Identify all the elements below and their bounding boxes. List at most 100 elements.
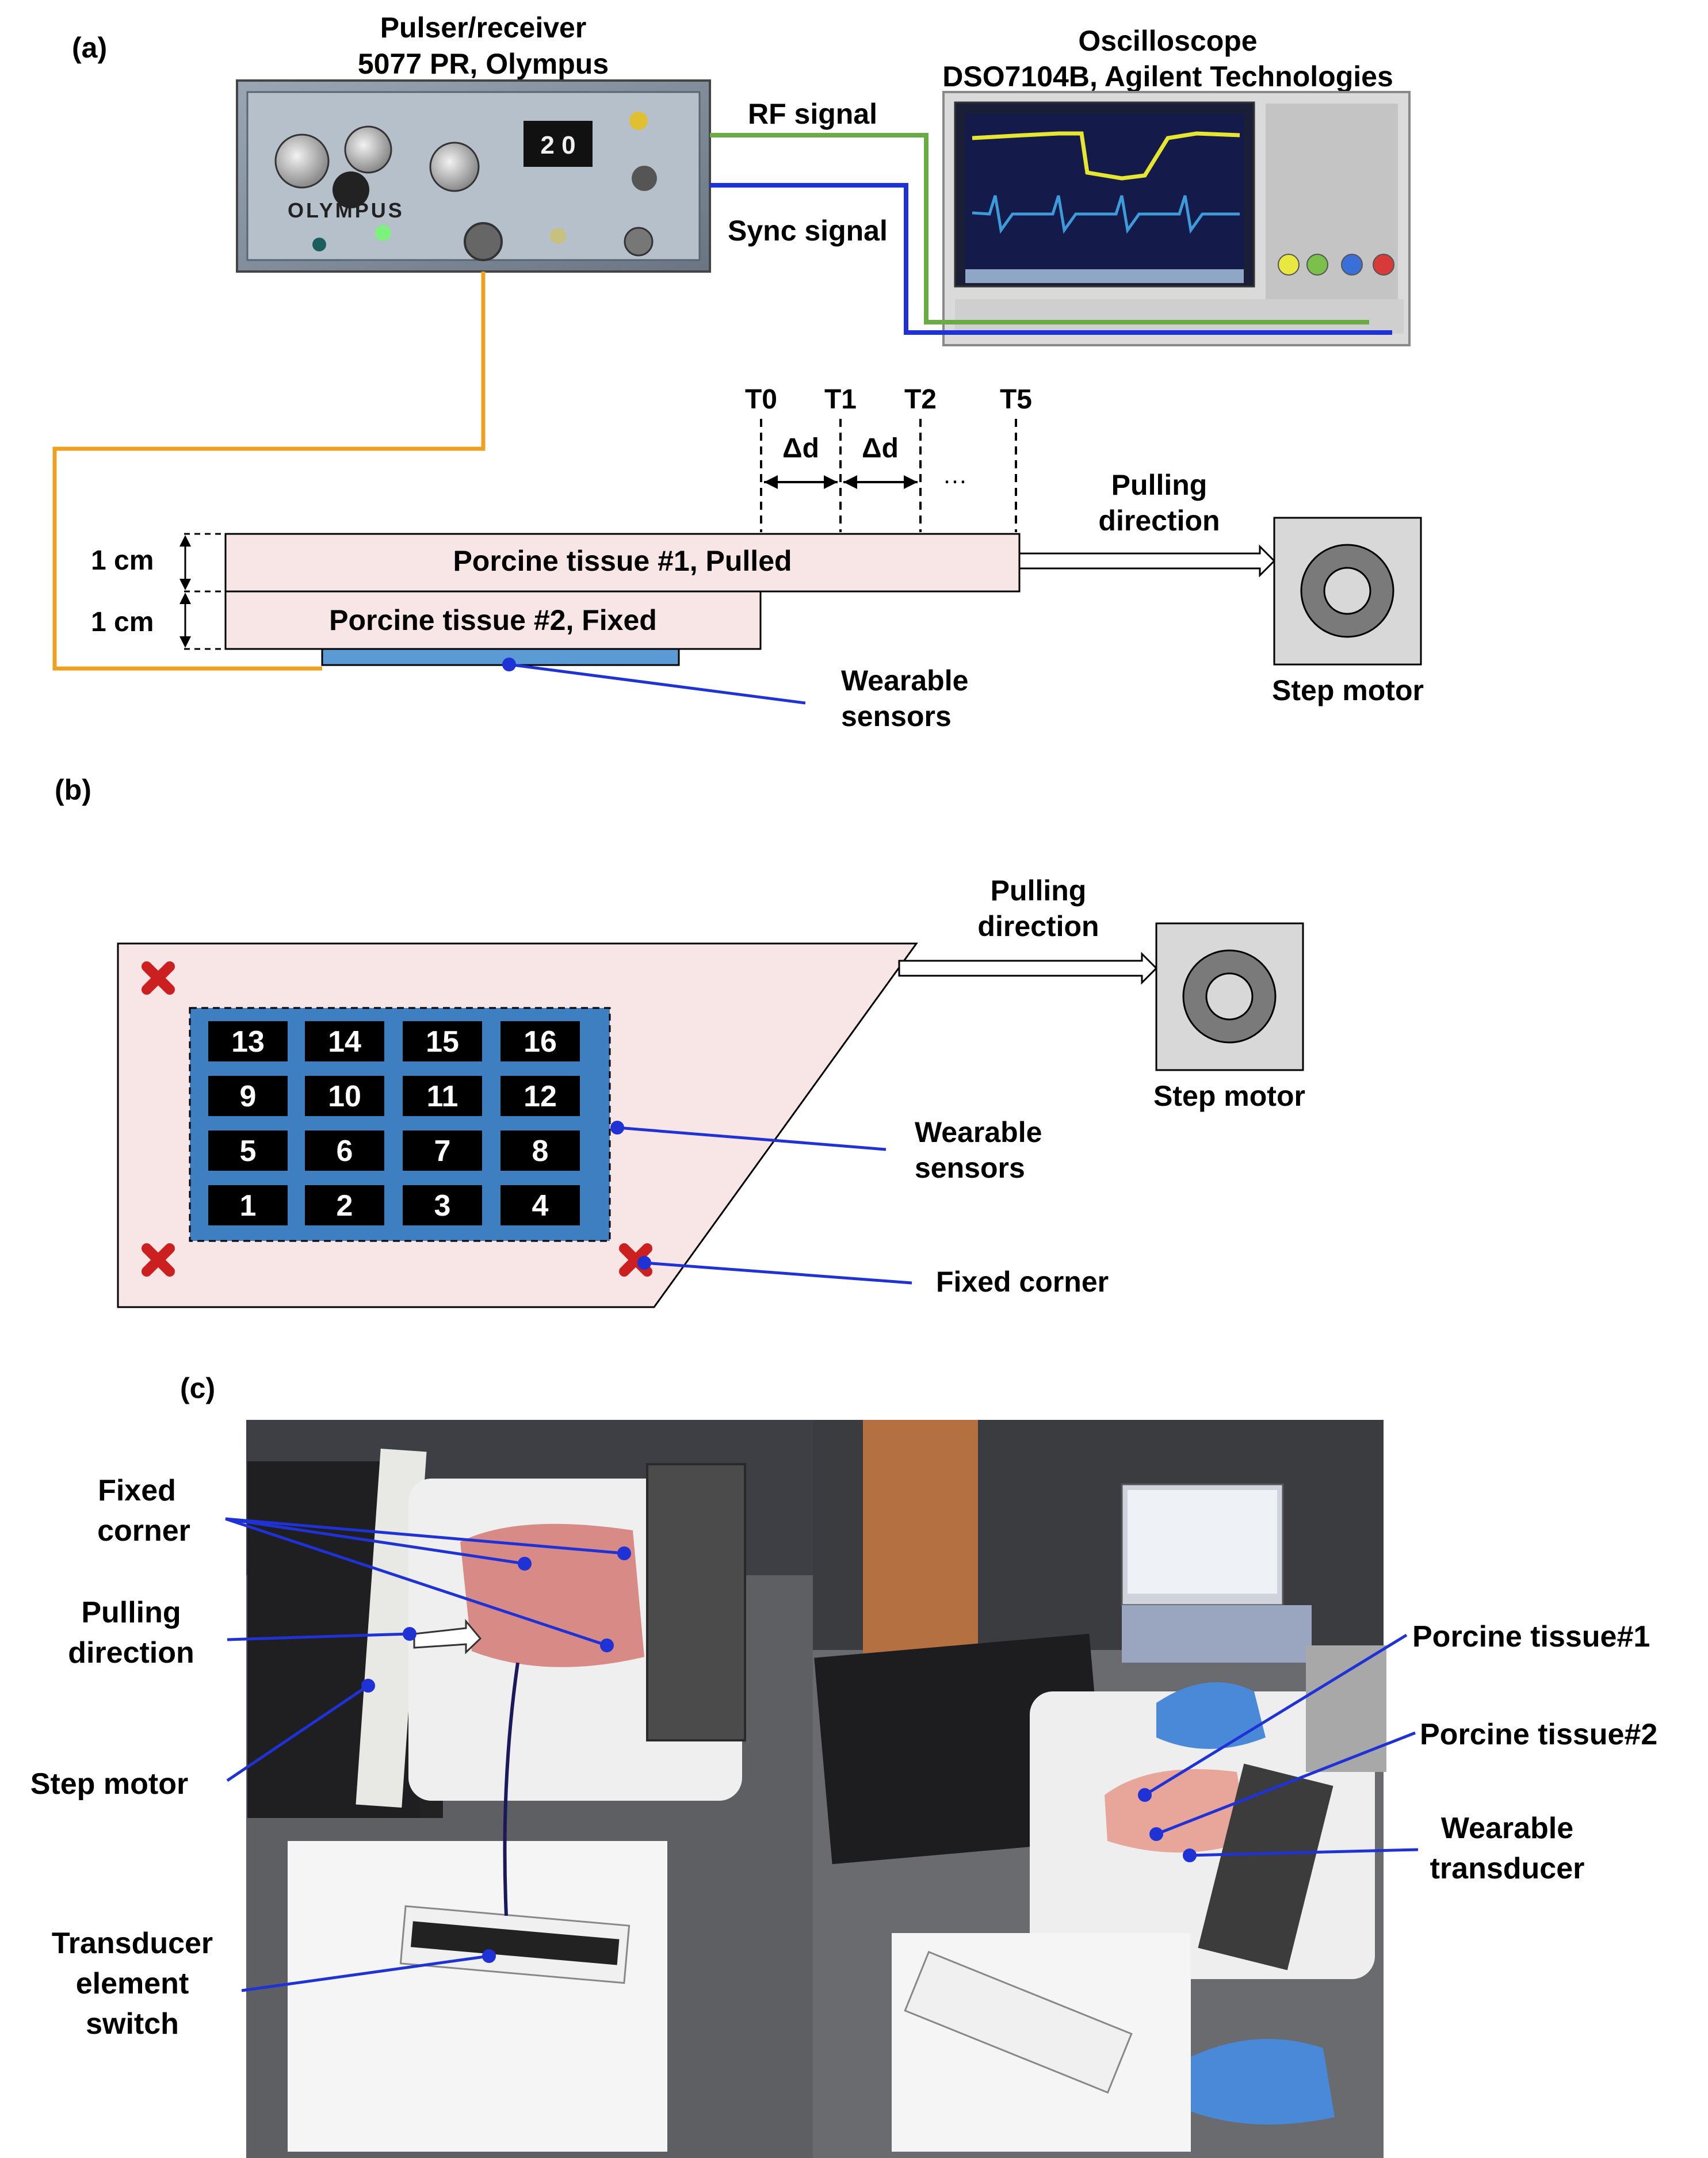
gain-display: [524, 121, 593, 167]
oscilloscope-title-line2: DSO7104B, Agilent Technologies: [942, 60, 1393, 93]
porcine-tissue-1-label-c: Porcine tissue#1: [1412, 1620, 1650, 1653]
pulling-direction-label-a-line2: direction: [1098, 505, 1220, 537]
element-7: [403, 1130, 482, 1171]
scope-ch1-knob: [1278, 254, 1300, 276]
gain-value: 2 0: [540, 131, 575, 159]
element-label-15: 15: [426, 1025, 459, 1059]
pulling-direction-label-c-line2: direction: [68, 1636, 194, 1670]
scope-ch3-knob: [1341, 254, 1363, 276]
step-motor-label-a: Step motor: [1272, 674, 1424, 706]
element-14: [305, 1021, 384, 1061]
porcine-tissue-2-label: Porcine tissue #2, Fixed: [329, 604, 657, 636]
oscilloscope-title-line1: Oscilloscope: [1078, 25, 1257, 57]
pulling-direction-label-c-line1: Pulling: [81, 1596, 181, 1629]
pulling-direction-label-b-line1: Pulling: [991, 874, 1087, 907]
element-10: [305, 1076, 384, 1116]
rf-signal-cable: [710, 133, 1369, 324]
wearable-sensors-label-b-line2: sensors: [915, 1152, 1025, 1184]
step-motor-label-b: Step motor: [1153, 1080, 1305, 1112]
transducer-cable: [52, 272, 486, 671]
element-13: [208, 1021, 288, 1061]
delta-d-arrow-1: [764, 475, 838, 489]
left-leaders: [225, 1517, 631, 1992]
pulser-voltage-knob: [344, 125, 392, 174]
panel-b-label: (b): [55, 774, 91, 806]
element-label-6: 6: [337, 1135, 353, 1168]
element-label-1: 1: [240, 1189, 257, 1223]
thickness-dimension: [179, 533, 226, 650]
element-12: [500, 1076, 580, 1116]
element-15: [403, 1021, 482, 1061]
element-11: [403, 1076, 482, 1116]
wearable-sensor-strip: [321, 648, 680, 666]
step-motor-label-c: Step motor: [30, 1767, 188, 1801]
fixed-corner-cross-bottom-left: [142, 1243, 175, 1277]
fixed-corner-cross-top-left: [142, 961, 175, 995]
thickness-label-2: 1 cm: [91, 607, 154, 637]
step-motor-a: [1273, 517, 1422, 666]
fixed-corner-leader-b: [644, 1261, 912, 1285]
wearable-sensors-label-a-line1: Wearable: [841, 664, 968, 697]
element-label-10: 10: [328, 1080, 361, 1113]
porcine-tissue-2-label-c: Porcine tissue#2: [1420, 1718, 1657, 1751]
sensor-point-b: [610, 1121, 624, 1135]
oscilloscope-device: [942, 91, 1411, 346]
switch-label-c-line1: Transducer: [52, 1927, 213, 1960]
scope-ch4-knob: [1373, 254, 1394, 276]
element-label-2: 2: [337, 1189, 353, 1223]
porcine-tissue-1: [224, 533, 1021, 593]
element-label-8: 8: [532, 1135, 549, 1168]
prf-knob: [274, 133, 330, 189]
fixed-corner-label-c-line1: Fixed: [98, 1474, 176, 1507]
time-label-t0: T0: [745, 384, 777, 415]
sensor-leader-a: [509, 663, 806, 705]
photo-right-glove-bottom: [1185, 2039, 1335, 2125]
step-motor-b: [1155, 922, 1304, 1071]
element-9: [208, 1076, 288, 1116]
photo-right: [813, 1420, 1386, 2158]
pulling-direction-label-b-line2: direction: [977, 910, 1099, 942]
delta-d-arrow-2: [843, 475, 918, 489]
ellipsis: …: [942, 461, 968, 489]
porcine-tissue-1-label: Porcine tissue #1, Pulled: [453, 545, 792, 577]
wearable-sensors-label-b-line1: Wearable: [915, 1116, 1042, 1148]
element-label-3: 3: [434, 1189, 451, 1223]
wearable-transducer-label-c-line1: Wearable: [1441, 1812, 1573, 1845]
mode-switch: [550, 228, 566, 244]
pulling-arrow-a: [1018, 544, 1276, 578]
element-label-9: 9: [240, 1080, 257, 1113]
lpf-knob: [632, 166, 657, 191]
tr-connector: [464, 222, 503, 261]
element-grid: 13 14 15 16 9 10 11 12 5 6 7 8 1 2 3 4: [208, 1021, 580, 1225]
element-8: [500, 1130, 580, 1171]
element-label-4: 4: [532, 1189, 549, 1223]
output-connector: [624, 227, 654, 257]
pulling-arrow-b: [898, 952, 1158, 985]
pulser-title-line1: Pulser/receiver: [380, 12, 587, 44]
damping-knob: [333, 171, 369, 208]
wearable-sensors-label-a-line2: sensors: [841, 700, 952, 732]
photo-left: [246, 1420, 813, 2158]
scope-ch2-knob: [1306, 254, 1328, 276]
element-1: [208, 1185, 288, 1225]
time-label-t2: T2: [904, 384, 937, 415]
pulser-receiver-device: 2 0 OLYMPUS: [236, 79, 711, 273]
element-label-5: 5: [240, 1135, 257, 1168]
photo-left-arrow: [413, 1618, 482, 1655]
photo-left-tissue: [460, 1523, 644, 1667]
fixed-corner-label-b: Fixed corner: [936, 1266, 1109, 1298]
panel-c-label: (c): [180, 1372, 215, 1404]
element-2: [305, 1185, 384, 1225]
sync-trace: [972, 195, 1240, 234]
pulling-direction-label-a-line1: Pulling: [1111, 469, 1208, 501]
power-led: [312, 238, 326, 251]
switch-label-c-line2: element: [76, 1967, 189, 2000]
wearable-transducer-label-c-line2: transducer: [1430, 1852, 1585, 1885]
element-3: [403, 1185, 482, 1225]
thickness-label-1: 1 cm: [91, 545, 154, 576]
element-4: [500, 1185, 580, 1225]
element-label-11: 11: [427, 1080, 458, 1113]
element-6: [305, 1130, 384, 1171]
delta-d-label-1: Δd: [782, 433, 819, 464]
